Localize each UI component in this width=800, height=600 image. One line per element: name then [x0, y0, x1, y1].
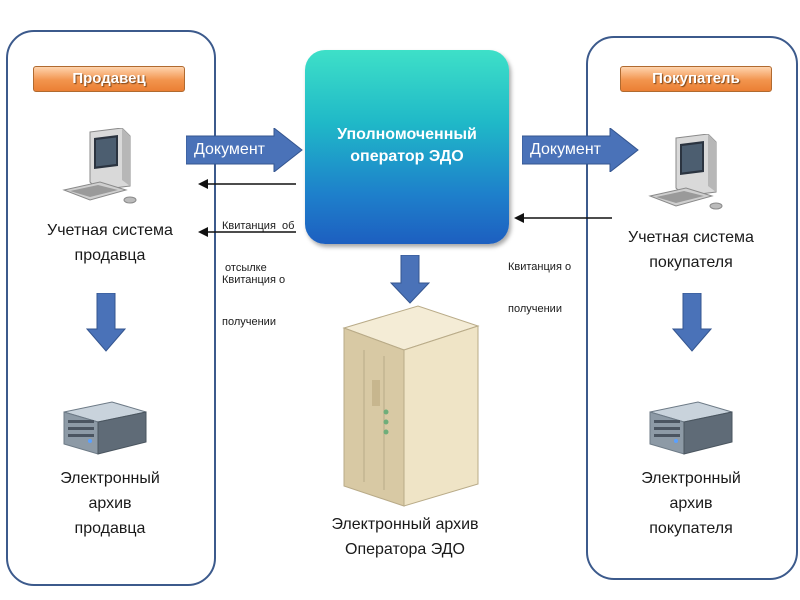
- buyer-archive-line1: Электронный: [641, 470, 741, 487]
- document-arrow-to-operator: Документ: [186, 128, 304, 172]
- buyer-archive-line2: архив: [669, 495, 713, 512]
- receipt-sent-line2: отсылке: [222, 262, 267, 274]
- buyer-down-arrow: [672, 293, 712, 352]
- receipt-received-seller-arrow: [198, 227, 296, 237]
- operator-server-cabinet-icon: [342, 305, 480, 507]
- operator-box: Уполномоченный оператор ЭДО: [305, 50, 509, 244]
- document-arrow-to-buyer: Документ: [522, 128, 640, 172]
- seller-system-label: Учетная система продавца: [10, 218, 210, 268]
- seller-badge: Продавец: [33, 66, 185, 92]
- seller-computer-icon: [62, 128, 137, 204]
- receipt-received-buyer-line2: получении: [508, 303, 562, 315]
- receipt-received-seller-line1: Квитанция о: [222, 274, 286, 286]
- document-label-to-operator: Документ: [194, 141, 265, 158]
- operator-title-line2: оператор ЭДО: [350, 148, 464, 165]
- buyer-computer-icon: [648, 134, 723, 210]
- seller-archive-line1: Электронный: [60, 470, 160, 487]
- buyer-badge: Покупатель: [620, 66, 772, 92]
- seller-archive-line3: продавца: [74, 520, 146, 537]
- seller-archive-label: Электронный архив продавца: [10, 466, 210, 541]
- operator-archive-label: Электронный архив Оператора ЭДО: [300, 512, 510, 562]
- receipt-sent-note: Квитанция об отсылке: [222, 191, 294, 289]
- buyer-system-line2: покупателя: [649, 254, 733, 271]
- receipt-received-seller-note: Квитанция о получении: [222, 245, 285, 343]
- buyer-system-line1: Учетная система: [628, 229, 754, 246]
- seller-archive-line2: архив: [88, 495, 132, 512]
- receipt-received-buyer-note: Квитанция о получении: [508, 232, 571, 330]
- buyer-archive-line3: покупателя: [649, 520, 733, 537]
- seller-system-line1: Учетная система: [47, 222, 173, 239]
- receipt-sent-arrow: [198, 179, 296, 189]
- buyer-archive-label: Электронный архив покупателя: [596, 466, 786, 541]
- receipt-sent-line1: Квитанция об: [222, 220, 295, 232]
- buyer-server-icon: [649, 401, 733, 455]
- receipt-received-buyer-line1: Квитанция о: [508, 261, 572, 273]
- seller-server-icon: [63, 401, 147, 455]
- document-label-to-buyer: Документ: [530, 141, 601, 158]
- operator-down-arrow: [390, 255, 430, 304]
- receipt-received-seller-line2: получении: [222, 316, 276, 328]
- buyer-system-label: Учетная система покупателя: [596, 225, 786, 275]
- operator-title-line1: Уполномоченный: [337, 126, 477, 143]
- operator-archive-line2: Оператора ЭДО: [345, 541, 465, 558]
- seller-down-arrow: [86, 293, 126, 352]
- receipt-received-buyer-arrow: [514, 213, 612, 223]
- operator-archive-line1: Электронный архив: [331, 516, 479, 533]
- seller-system-line2: продавца: [74, 247, 146, 264]
- operator-title: Уполномоченный оператор ЭДО: [305, 124, 509, 168]
